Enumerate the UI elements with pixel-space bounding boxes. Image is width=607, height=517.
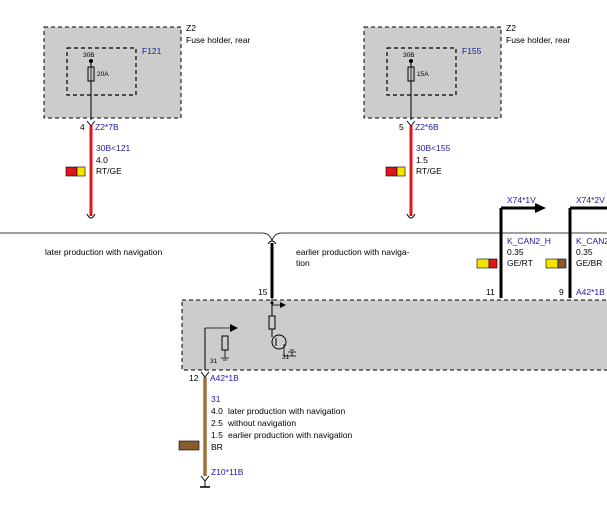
can-high-signal: K_CAN2_H: [507, 236, 551, 246]
wire-right-swatch-yellow: [396, 166, 406, 177]
wire-right-signal: 30B<155: [416, 143, 451, 153]
wire-left-signal: 30B<121: [96, 143, 131, 153]
wire-left-color: RT/GE: [96, 166, 122, 176]
fuse-left-rating: 20A: [97, 71, 109, 78]
variant-later: later production with navigation: [45, 247, 162, 257]
module-ground-right: 31: [282, 354, 290, 361]
can-low-size: 0.35: [576, 247, 593, 257]
can-high-color: GE/RT: [507, 258, 533, 268]
fuse-left-description: Fuse holder, rear: [186, 35, 250, 45]
fuse-right-description: Fuse holder, rear: [506, 35, 570, 45]
control-module-box: [181, 299, 607, 371]
wire-left-break: [86, 213, 96, 219]
fuse-right-terminal: 30B: [403, 52, 415, 59]
ground-wire-connector-symbol: [200, 475, 210, 482]
ground-wire-color: BR: [211, 442, 223, 452]
module-ground-left: 31: [210, 358, 218, 365]
wire-center-break: [267, 240, 277, 245]
wire-right-swatch-red: [385, 166, 398, 177]
wire-left-size: 4.0: [96, 155, 108, 165]
module-left-arrow: [230, 324, 238, 332]
can-high-arrow-head: [535, 203, 546, 213]
can-high-swatch-yellow: [476, 258, 490, 269]
module-bottom-connector-symbol: [200, 371, 210, 378]
module-transistor: [271, 334, 287, 350]
ground-wire-connector: Z10*11B: [211, 467, 244, 477]
fuse-left-id: F121: [142, 46, 162, 56]
fuse-right-component: Z2: [506, 23, 516, 33]
ground-option-3-text: earlier production with navigation: [228, 430, 353, 440]
fuse-right-connector: Z2*6B: [415, 122, 439, 132]
fuse-right-inner-box: [386, 47, 457, 96]
ground-option-2-text: without navigation: [227, 418, 296, 428]
module-connector-bottom: A42*1B: [210, 373, 239, 383]
fuse-left-connector-symbol: [86, 120, 96, 127]
can-low-swatch-yellow: [545, 258, 559, 269]
wire-left-swatch-yellow: [76, 166, 86, 177]
can-high-pin: 11: [486, 287, 495, 297]
fuse-holder-left-box: [43, 26, 182, 119]
ground-option-1-text: later production with navigation: [228, 406, 345, 416]
fuse-left-inner-box: [66, 47, 137, 96]
fuse-right-rating: 15A: [417, 71, 429, 78]
can-low-module-connector: A42*1B: [576, 287, 605, 297]
fuse-right-connector-symbol: [406, 120, 416, 127]
can-low-pin: 9: [559, 287, 564, 297]
fuse-right-id: F155: [462, 46, 482, 56]
fuse-left-component: Z2: [186, 23, 196, 33]
wire-left-swatch-red: [65, 166, 78, 177]
ground-option-1-size: 4.0: [211, 406, 223, 416]
fuse-holder-right-box: [363, 26, 502, 119]
ground-option-2-size: 2.5: [211, 418, 223, 428]
fuse-left-terminal: 30B: [83, 52, 95, 59]
fuse-right-pin: 5: [399, 122, 404, 132]
variant-earlier-line1: earlier production with naviga-: [296, 247, 410, 257]
ground-right-symbol: [288, 349, 296, 353]
can-low-signal: K_CAN2_: [576, 236, 607, 246]
fuse-left-connector: Z2*7B: [95, 122, 119, 132]
ground-wire-swatch-brown: [178, 440, 200, 451]
wire-right-size: 1.5: [416, 155, 428, 165]
ground-left-symbol: [221, 357, 229, 361]
module-pin-top: 15: [258, 287, 268, 297]
module-pin-top-node: [270, 301, 274, 305]
module-pin-bottom: 12: [189, 373, 199, 383]
module-pin-top-arrow: [280, 302, 286, 308]
can-high-connector: X74*1V: [507, 195, 536, 205]
wire-right-color: RT/GE: [416, 166, 442, 176]
can-low-swatch-brown: [557, 258, 567, 269]
variant-earlier-line2: tion: [296, 258, 310, 268]
can-high-swatch-red: [488, 258, 498, 269]
wire-right-break: [406, 213, 416, 219]
ground-option-3-size: 1.5: [211, 430, 223, 440]
can-low-color: GE/BR: [576, 258, 602, 268]
can-low-connector: X74*2V: [576, 195, 605, 205]
ground-wire-signal: 31: [211, 394, 221, 404]
can-high-size: 0.35: [507, 247, 524, 257]
fuse-left-pin: 4: [80, 122, 85, 132]
